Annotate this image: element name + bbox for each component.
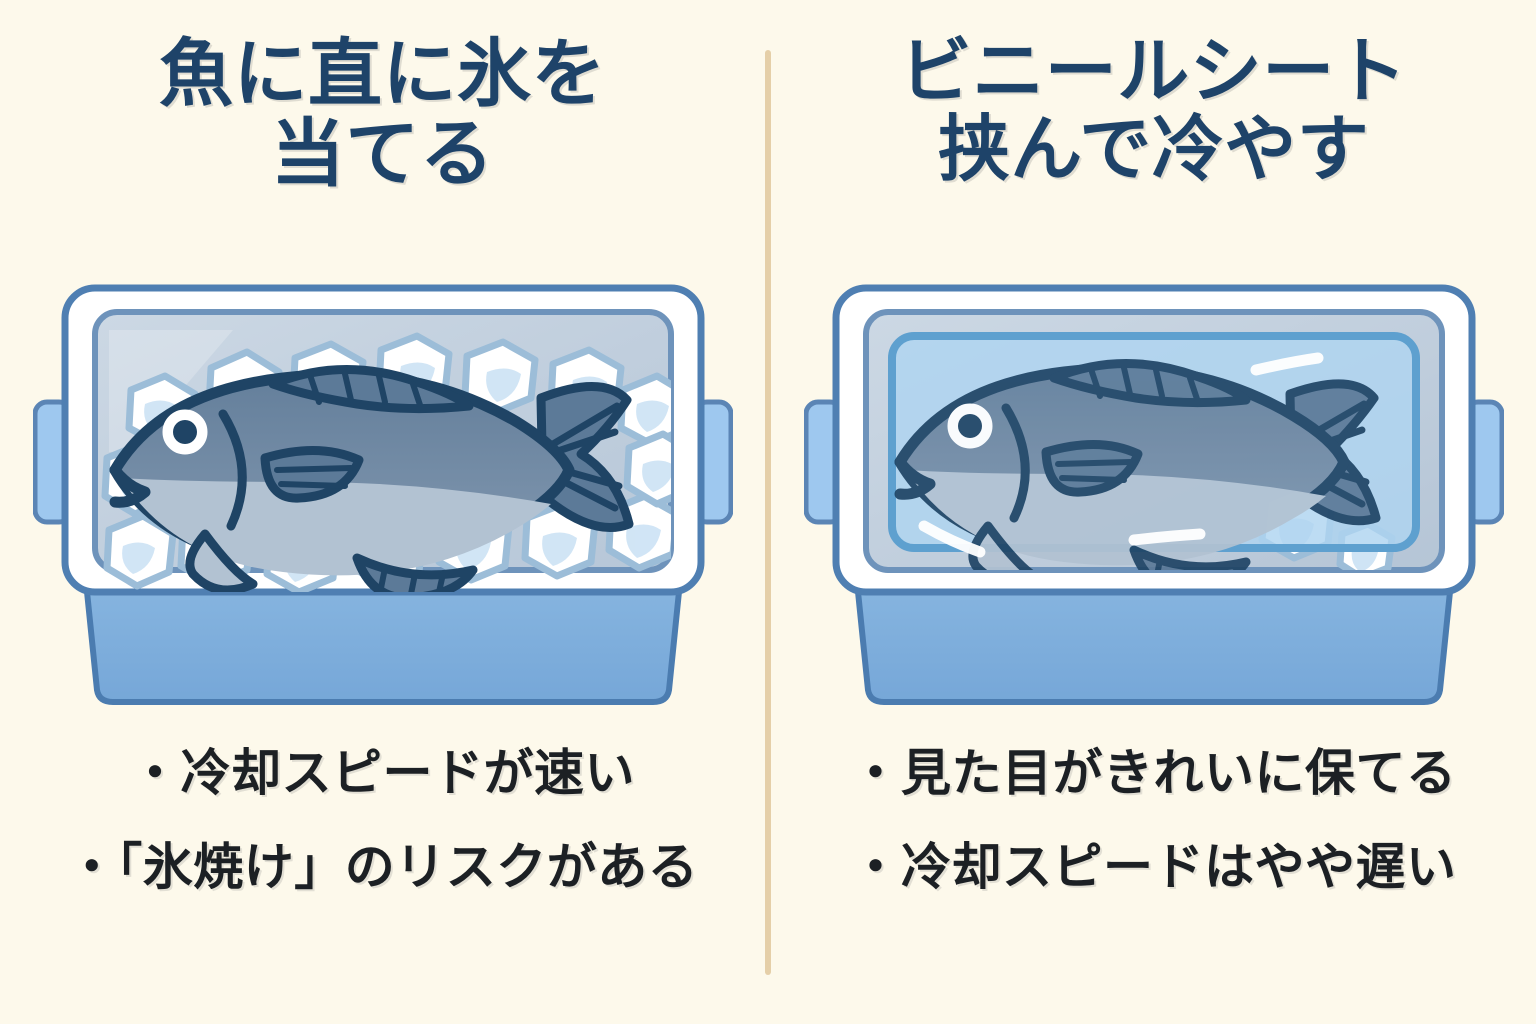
sheet-highlights	[918, 352, 1323, 558]
bullet-item: ・冷却スピードはやや遅い	[850, 839, 1457, 895]
illustration-cooler-with-fish-under-plastic-sheet	[803, 272, 1504, 712]
panel-plastic-sheet: ビニールシート 挟んで冷やす	[771, 0, 1536, 1024]
panel-title-plastic-sheet: ビニールシート 挟んで冷やす	[899, 32, 1408, 190]
bullet-list-plastic-sheet: ・見た目がきれいに保てる ・冷却スピードはやや遅い	[771, 748, 1536, 936]
bullet-list-direct-ice: ・冷却スピードが速い ・「氷焼け」のリスクがある	[0, 748, 765, 936]
panel-divider	[765, 50, 771, 975]
cooler-body	[81, 569, 684, 705]
bullet-item: ・「氷焼け」のリスクがある	[66, 839, 699, 895]
cooler-body	[852, 569, 1455, 705]
bullet-item: ・冷却スピードが速い	[130, 745, 635, 801]
illustration-cooler-with-fish-on-ice	[32, 272, 733, 712]
bullet-item: ・見た目がきれいに保てる	[850, 745, 1457, 801]
fish-on-ice	[109, 365, 633, 592]
fish-under-sheet	[894, 359, 1380, 570]
panel-title-direct-ice: 魚に直に氷を 当てる	[159, 32, 606, 195]
panel-direct-ice: 魚に直に氷を 当てる	[0, 0, 765, 1024]
